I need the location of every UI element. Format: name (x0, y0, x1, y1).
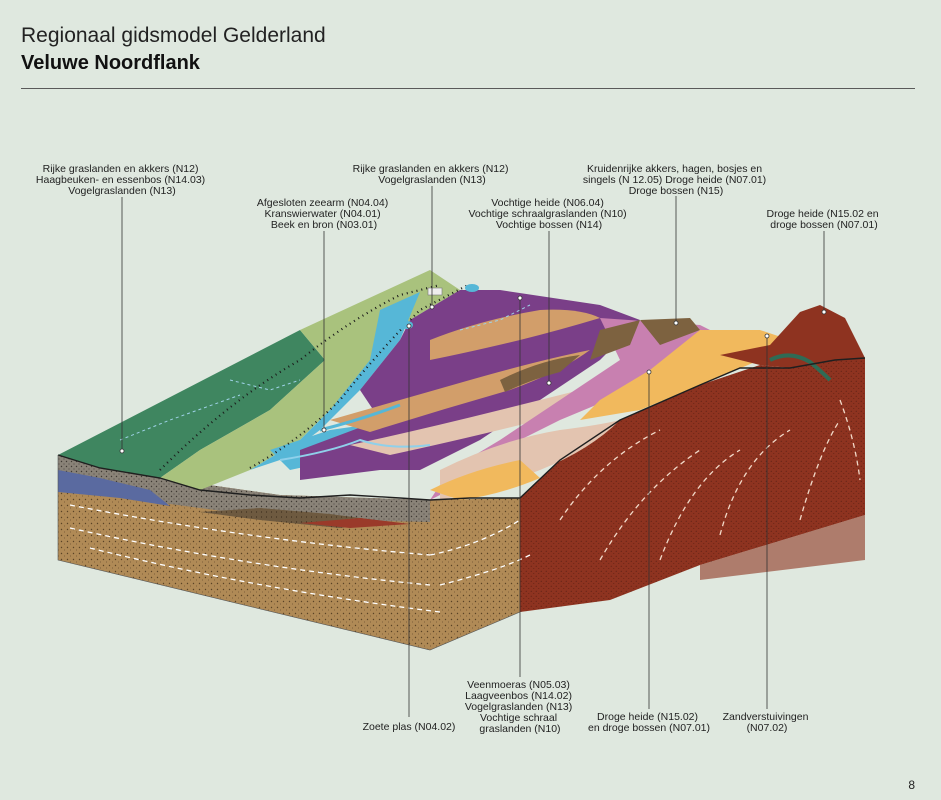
label-kruidenrijke-akkers: Kruidenrijke akkers, hagen, bosjes en si… (583, 163, 769, 197)
header-divider (21, 88, 915, 89)
label-afgesloten-zeearm: Afgesloten zeearm (N04.04) Kranswierwate… (257, 197, 391, 231)
label-vochtige-heide: Vochtige heide (N06.04) Vochtige schraal… (468, 197, 629, 231)
label-veenmoeras: Veenmoeras (N05.03) Laagveenbos (N14.02)… (465, 679, 575, 735)
label-zandverstuivingen: Zandverstuivingen (N07.02) (723, 711, 812, 734)
leader-lines (121, 186, 825, 717)
page-title: Regionaal gidsmodel Gelderland (21, 24, 326, 47)
label-droge-heide-bottom: Droge heide (N15.02) en droge bossen (N0… (588, 711, 710, 734)
page-subtitle: Veluwe Noordflank (21, 52, 200, 74)
leader-dots (119, 295, 827, 454)
landscape-top-surface (57, 270, 866, 651)
label-rijke-graslanden-center: Rijke graslanden en akkers (N12) Vogelgr… (353, 163, 512, 186)
page-number: 8 (908, 778, 915, 792)
label-rijke-graslanden-left: Rijke graslanden en akkers (N12) Haagbeu… (36, 163, 208, 197)
label-droge-heide-top: Droge heide (N15.02 en droge bossen (N07… (767, 208, 882, 231)
label-zoete-plas: Zoete plas (N04.02) (363, 721, 456, 733)
soil-cross-section (58, 358, 865, 650)
